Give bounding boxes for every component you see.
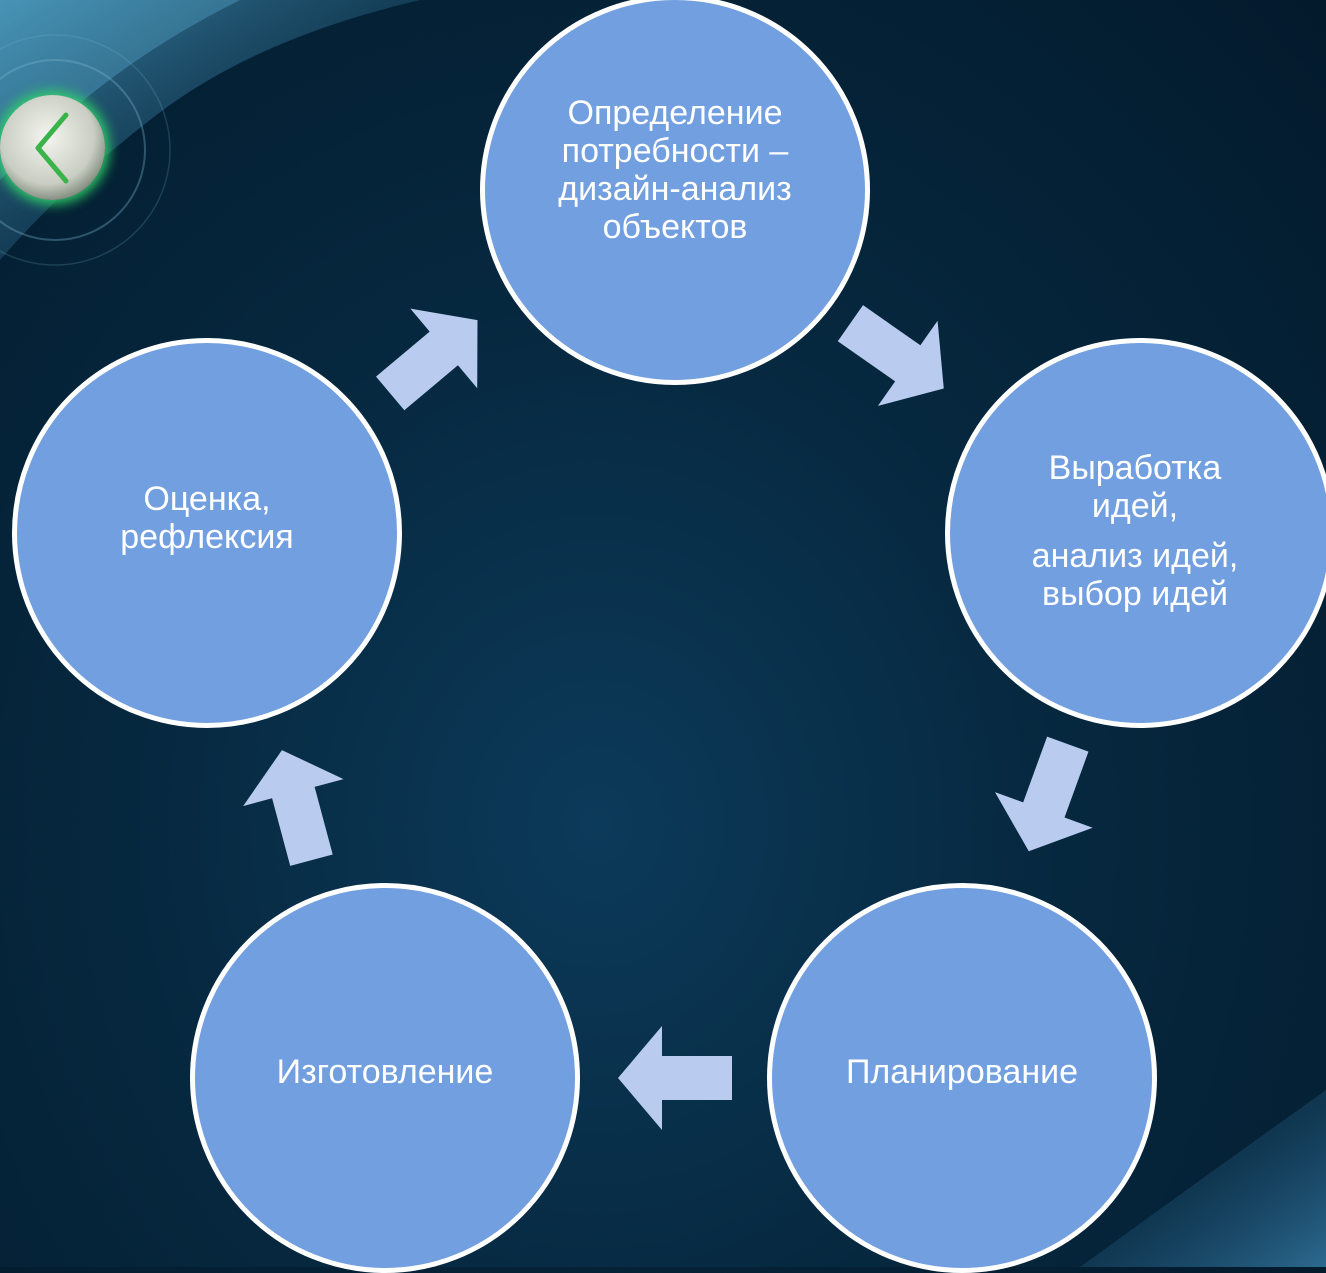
node-planning: Планирование <box>767 883 1157 1273</box>
node-text-line: идей, <box>1091 486 1179 525</box>
node-text-line: объектов <box>602 208 748 247</box>
arrow-evaluation-to-need <box>376 308 478 411</box>
arrow-manufacturing-to-evaluation <box>243 750 344 866</box>
node-text-line: Планирование <box>845 1052 1079 1091</box>
chevron-left-icon <box>35 112 68 183</box>
node-text-line: выбор идей <box>1042 575 1228 614</box>
node-text-line: Определение <box>567 93 783 132</box>
arrow-planning-to-manufacturing <box>618 1026 732 1130</box>
node-evaluation: Оценка, рефлексия <box>12 338 402 728</box>
node-manufacturing: Изготовление <box>190 883 580 1273</box>
node-text-line: дизайн-анализ <box>558 170 792 208</box>
node-text-line: Оценка, <box>143 479 271 518</box>
node-text-line: рефлексия <box>120 518 294 556</box>
arrow-need-to-ideas <box>837 305 944 406</box>
node-idea-generation: Выработка идей, анализ идей, выбор идей <box>945 338 1326 728</box>
arrow-ideas-to-planning <box>994 736 1093 852</box>
node-text-line: потребности – <box>561 131 789 170</box>
back-button[interactable] <box>0 95 105 200</box>
node-text-line: анализ идей, <box>1031 537 1239 575</box>
node-text-line: Изготовление <box>276 1052 494 1091</box>
node-text-line: Выработка <box>1048 448 1222 487</box>
node-need-definition: Определение потребности – дизайн-анализ … <box>480 0 870 385</box>
